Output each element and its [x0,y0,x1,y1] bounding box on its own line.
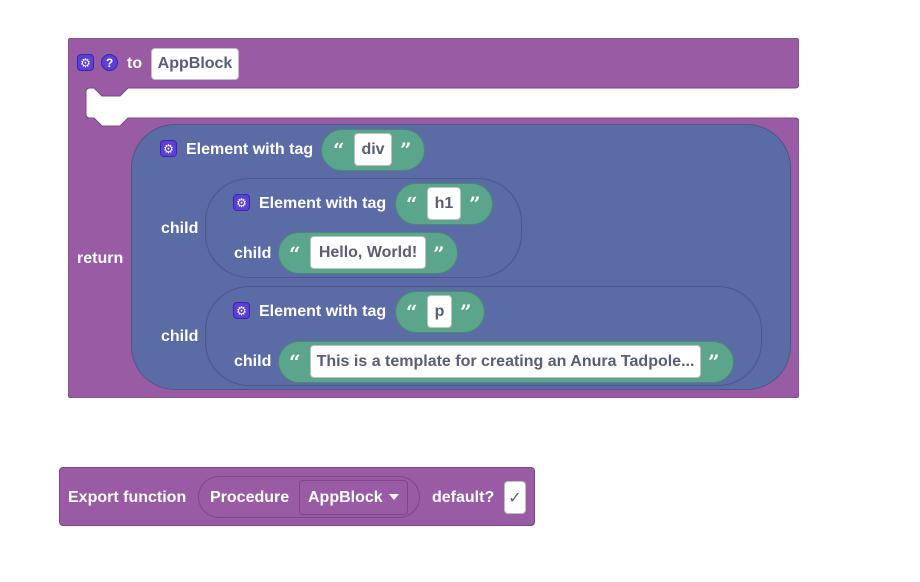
open-quote-icon: “ [289,350,301,374]
gear-icon[interactable]: ⚙ [233,194,250,211]
function-name-field[interactable]: AppBlock [151,48,239,80]
element-with-tag-label: Element with tag [259,195,387,212]
default-checkbox[interactable]: ✓ [504,481,526,514]
open-quote-icon: “ [406,192,418,216]
child-label: child [161,220,199,237]
text-field[interactable]: This is a template for creating an Anura… [310,345,701,378]
child-label: child [234,353,272,370]
tag-field[interactable]: p [427,295,452,328]
close-quote-icon: ” [708,350,720,374]
close-quote-icon: ” [469,192,481,216]
default-label: default? [432,489,495,506]
return-label: return [77,250,124,267]
procedure-label: Procedure [210,489,290,506]
tag-field[interactable]: h1 [427,187,461,220]
gear-icon[interactable]: ⚙ [160,140,177,157]
procedure-dropdown-value: AppBlock [308,489,383,506]
open-quote-icon: “ [333,138,345,162]
open-quote-icon: “ [406,300,418,324]
close-quote-icon: ” [460,300,472,324]
gear-icon[interactable]: ⚙ [77,54,94,71]
element-with-tag-label: Element with tag [186,141,314,158]
tag-field[interactable]: div [354,133,392,166]
close-quote-icon: ” [400,138,412,162]
export-function-label: Export function [68,489,187,506]
text-field[interactable]: Hello, World! [310,236,426,269]
element-with-tag-label: Element with tag [259,303,387,320]
child-label: child [234,245,272,262]
child-label: child [161,328,199,345]
chevron-down-icon[interactable] [389,494,399,500]
to-label: to [127,55,143,72]
help-icon[interactable]: ? [101,54,118,71]
close-quote-icon: ” [433,242,445,266]
gear-icon[interactable]: ⚙ [233,302,250,319]
open-quote-icon: “ [289,242,301,266]
